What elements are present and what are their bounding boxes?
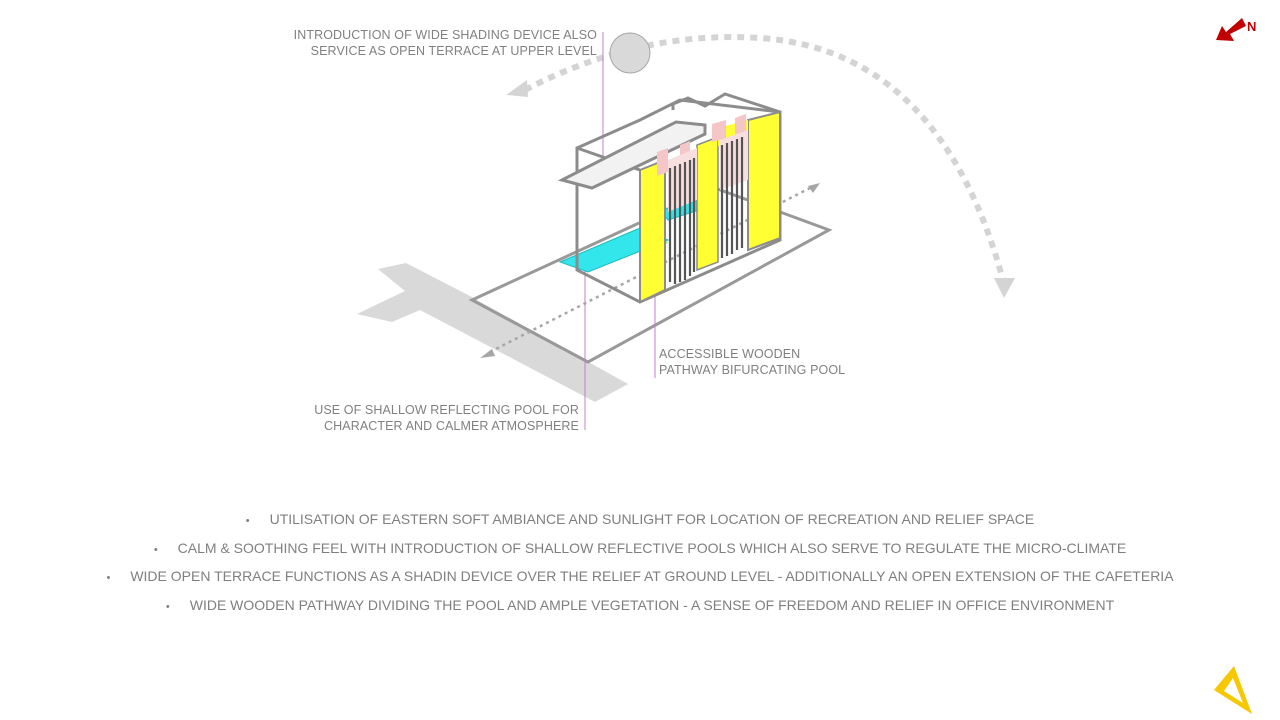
sun-path-arrowhead-right (994, 278, 1015, 298)
shading-device-annotation: INTRODUCTION OF WIDE SHADING DEVICE ALSO… (294, 27, 597, 59)
list-item-text: CALM & SOOTHING FEEL WITH INTRODUCTION O… (177, 539, 1127, 556)
building-massing (557, 92, 782, 304)
vertical-louvers-left (668, 158, 696, 284)
axis-arrowhead-start (480, 349, 495, 358)
facade-yellow-middle (696, 135, 719, 272)
list-item-text: WIDE WOODEN PATHWAY DIVIDING THE POOL AN… (189, 596, 1115, 613)
list-item: • UTILISATION OF EASTERN SOFT AMBIANCE AN… (0, 506, 1280, 535)
list-item: • CALM & SOOTHING FEEL WITH INTRODUCTION … (0, 535, 1280, 564)
bullet-icon: • (153, 543, 158, 556)
bullet-icon: • (165, 600, 170, 613)
facade-yellow-left (639, 158, 666, 304)
design-strategy-list: • UTILISATION OF EASTERN SOFT AMBIANCE AN… (0, 506, 1280, 620)
sun-path-arc (523, 34, 1006, 281)
north-arrow-icon (1216, 18, 1246, 41)
pool-annotation-line-1: USE OF SHALLOW REFLECTING POOL FOR (314, 403, 579, 417)
sun-icon (609, 32, 651, 74)
set-square-logo-icon (1214, 666, 1252, 714)
shading-annotation-line-2: SERVICE AS OPEN TERRACE AT UPPER LEVEL (310, 44, 597, 58)
axis-arrowhead-end (808, 183, 820, 193)
pink-fin-1 (657, 148, 668, 176)
list-item-text: WIDE OPEN TERRACE FUNCTIONS AS A SHADIN … (130, 568, 1174, 584)
ground-shadow (357, 263, 628, 402)
list-item-text: UTILISATION OF EASTERN SOFT AMBIANCE AND… (269, 511, 1035, 527)
list-item: • WIDE OPEN TERRACE FUNCTIONS AS A SHADIN… (0, 563, 1280, 592)
pink-panel-2 (720, 130, 748, 190)
pool-annotation-line-2: CHARACTER AND CALMER ATMOSPHERE (324, 419, 579, 433)
list-item: • WIDE WOODEN PATHWAY DIVIDING THE POOL A… (0, 592, 1280, 621)
facade-yellow-right (747, 110, 781, 252)
north-label: N (1247, 19, 1257, 34)
roof-outline (671, 92, 781, 114)
terrace-slab (557, 120, 707, 190)
bullet-icon: • (106, 572, 111, 584)
shading-annotation-line-1: INTRODUCTION OF WIDE SHADING DEVICE ALSO (293, 28, 597, 42)
site-boundary (468, 186, 833, 364)
bullet-icon: • (245, 515, 250, 527)
pathway-annotation-line-2: PATHWAY BIFURCATING POOL (659, 363, 846, 377)
reflecting-pool-annotation: USE OF SHALLOW REFLECTING POOL FOR CHARA… (314, 402, 579, 434)
sun-path-arrowhead-left (506, 80, 528, 97)
pathway-annotation: ACCESSIBLE WOODEN PATHWAY BIFURCATING PO… (659, 346, 845, 378)
pathway-annotation-line-1: ACCESSIBLE WOODEN (659, 347, 801, 361)
pink-fin-3 (712, 120, 726, 142)
vertical-louvers-right (720, 137, 744, 258)
